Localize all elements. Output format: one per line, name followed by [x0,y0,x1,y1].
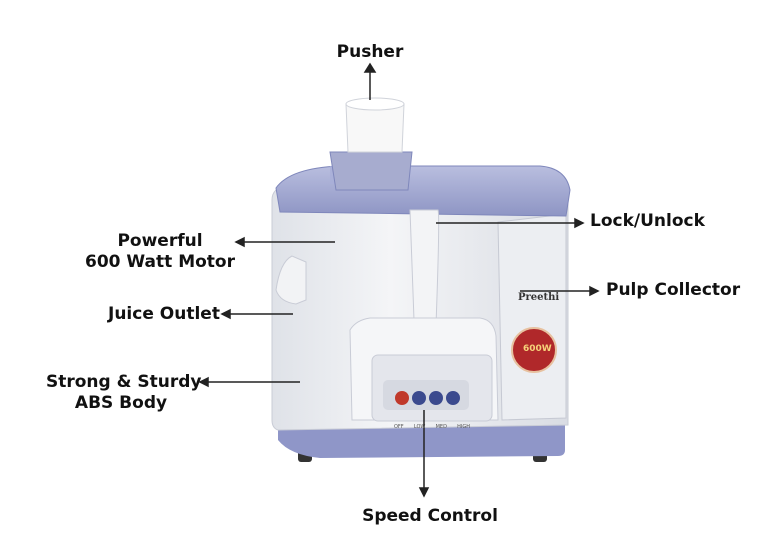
brand-logo: Preethi [518,292,560,303]
knob-low-icon [412,391,426,405]
callout-motor-line1: Powerful [117,231,203,251]
callout-body-line1: Strong & Sturdy [46,372,202,392]
knob-off-icon [395,391,409,405]
switch-label-high: HIGH [457,424,470,430]
callout-body-line2: ABS Body [74,393,168,413]
knob-med-icon [429,391,443,405]
switch-label-low: LOW [413,424,426,430]
switch-labels: OFF LOW MED HIGH [394,424,470,430]
callout-body: Strong & Sturdy ABS Body [46,372,202,414]
callout-juice-outlet: Juice Outlet [108,304,220,324]
callout-lock-unlock: Lock/Unlock [590,211,705,231]
switch-label-off: OFF [394,424,404,430]
knob-high-icon [446,391,460,405]
wattage-badge-icon [511,327,557,373]
switch-label-med: MED [435,424,447,430]
wattage-badge-text: 600W [523,344,552,354]
callout-pusher: Pusher [336,42,404,62]
callout-pulp-collector: Pulp Collector [606,280,741,300]
callout-motor: Powerful 600 Watt Motor [80,231,240,273]
callout-motor-line2: 600 Watt Motor [85,252,235,272]
callout-speed-control: Speed Control [362,506,498,526]
